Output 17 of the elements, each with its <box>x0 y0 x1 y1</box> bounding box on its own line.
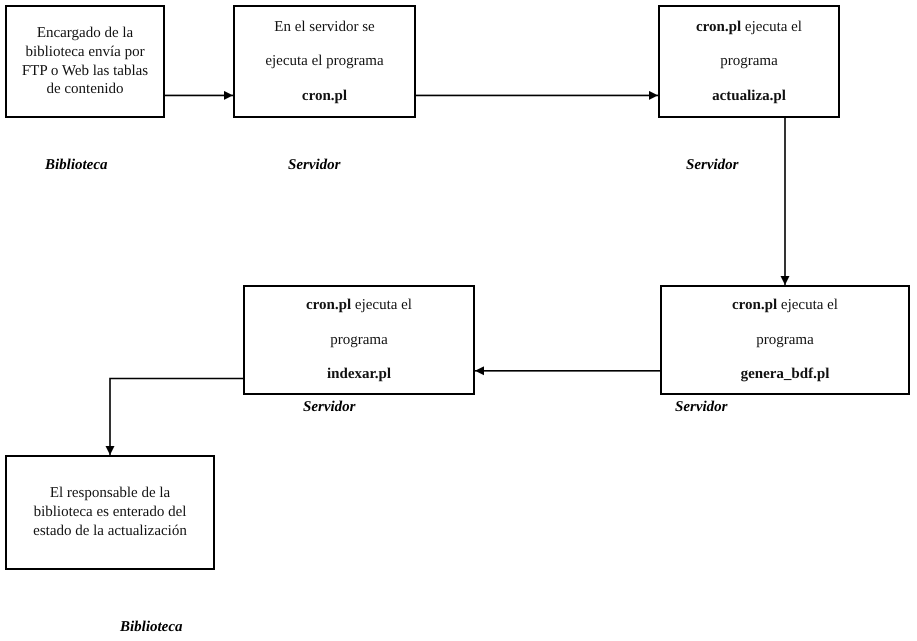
arrow <box>416 90 658 100</box>
step-text: En el servidor se ejecuta el programa cron.pl <box>264 18 385 106</box>
location-label: Servidor <box>686 157 738 174</box>
location-label: Biblioteca <box>120 619 182 636</box>
step-text: cron.pl ejecuta el programa indexar.pl <box>305 296 413 384</box>
location-label: Servidor <box>303 399 356 416</box>
step-text: cron.pl ejecuta el programa genera_bdf.pl <box>731 296 839 384</box>
arrow <box>475 366 660 376</box>
step-text: cron.pl ejecuta el programa actualiza.pl <box>695 18 803 106</box>
step-text: Encargado de la biblioteca envía por FTP o Web las tablas de contenido <box>20 24 150 99</box>
location-label: Biblioteca <box>45 157 108 174</box>
arrow <box>106 378 243 455</box>
step-text: El responsable de la biblioteca es enterado del estado de la actualización <box>32 484 188 541</box>
location-label: Servidor <box>675 399 728 416</box>
arrow <box>165 90 233 100</box>
arrow <box>780 118 790 285</box>
location-label: Servidor <box>288 157 340 174</box>
